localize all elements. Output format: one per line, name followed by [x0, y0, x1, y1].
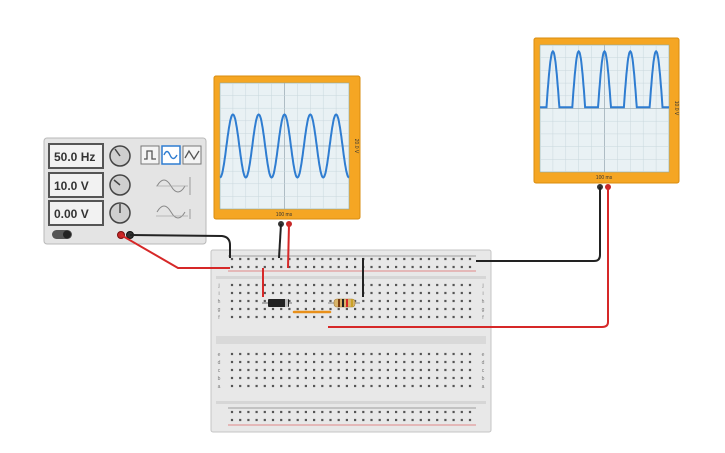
- scope-left-trace: [219, 113, 350, 179]
- square-wave-icon: [144, 150, 156, 160]
- scope-right-volt-label: 10.0 V: [673, 101, 679, 116]
- svg-text:e: e: [482, 352, 485, 358]
- svg-text:b: b: [482, 376, 485, 382]
- diode[interactable]: [262, 299, 292, 307]
- dc-offset-display: [48, 200, 104, 226]
- breadboard-holes: [230, 257, 472, 422]
- svg-text:d: d: [218, 360, 221, 366]
- wire-scope-right-negative[interactable]: [476, 187, 601, 262]
- svg-text:f: f: [482, 315, 484, 321]
- amplitude-knob[interactable]: [109, 174, 131, 196]
- frequency-knob[interactable]: [109, 145, 131, 167]
- scope-left-time-label: 100 ms: [276, 212, 293, 218]
- triangle-wave-icon: [184, 149, 200, 161]
- oscilloscope-right[interactable]: 100 ms 10.0 V: [533, 37, 680, 190]
- svg-text:j: j: [481, 283, 483, 289]
- scope-left-grid: [220, 83, 349, 209]
- sine-wave-icon: [163, 150, 178, 160]
- top-rail-divider: [216, 276, 486, 279]
- center-channel: [216, 336, 486, 344]
- function-generator[interactable]: 50.0 Hz 10.0 V 0.00 V: [43, 137, 207, 245]
- wire-generator-positive[interactable]: [120, 234, 230, 269]
- svg-text:a: a: [218, 384, 221, 390]
- svg-text:c: c: [482, 368, 485, 374]
- offset-illustration-icon: [156, 205, 191, 219]
- svg-text:d: d: [482, 360, 485, 366]
- wire-scope-left-positive[interactable]: [287, 223, 290, 269]
- svg-text:i: i: [218, 291, 219, 297]
- svg-text:b: b: [218, 376, 221, 382]
- svg-text:g: g: [482, 307, 485, 313]
- svg-text:c: c: [218, 368, 221, 374]
- sine-wave-button[interactable]: [161, 145, 181, 165]
- power-toggle[interactable]: [52, 230, 72, 239]
- dc-offset-value: 0.00 V: [54, 207, 89, 221]
- wire-generator-negative[interactable]: [129, 234, 231, 258]
- svg-text:e: e: [218, 352, 221, 358]
- svg-text:h: h: [482, 299, 485, 305]
- svg-text:i: i: [482, 291, 483, 297]
- svg-text:f: f: [218, 315, 220, 321]
- scope-right-grid: [540, 45, 669, 172]
- frequency-value: 50.0 Hz: [54, 150, 95, 164]
- scope-right-time-label: 100 ms: [596, 175, 613, 181]
- bottom-rail-divider: [216, 401, 486, 404]
- dc-offset-knob[interactable]: [109, 202, 131, 224]
- wire-scope-left-negative[interactable]: [278, 223, 282, 259]
- oscilloscope-left[interactable]: 100 ms 20.0 V: [213, 75, 361, 227]
- triangle-wave-button[interactable]: [182, 145, 202, 165]
- frequency-display: [48, 143, 104, 169]
- svg-text:g: g: [218, 307, 221, 313]
- wire-scope-right-positive[interactable]: [328, 187, 609, 328]
- amplitude-value: 10.0 V: [54, 179, 89, 193]
- scope-left-volt-label: 20.0 V: [353, 139, 359, 154]
- resistor[interactable]: [328, 298, 360, 308]
- amplitude-display: [48, 172, 104, 198]
- svg-text:a: a: [482, 384, 485, 390]
- square-wave-button[interactable]: [140, 145, 160, 165]
- amplitude-illustration-icon: [156, 177, 191, 195]
- svg-text:h: h: [218, 299, 221, 305]
- scope-right-trace: [540, 49, 669, 109]
- svg-text:j: j: [217, 283, 219, 289]
